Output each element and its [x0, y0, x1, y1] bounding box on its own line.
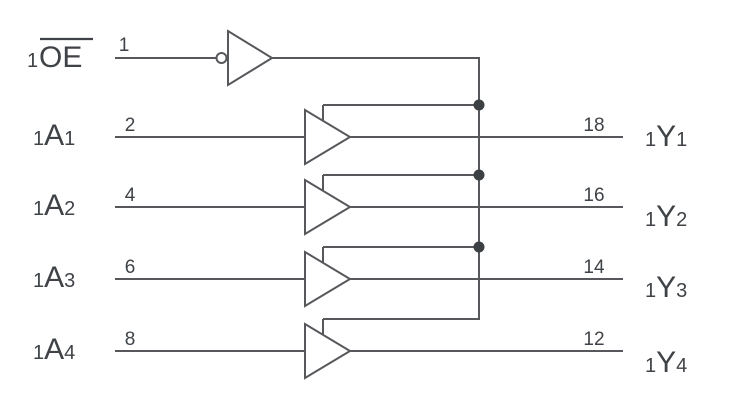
output-label: 1Y4 [645, 346, 687, 379]
output-label: 1Y2 [645, 200, 687, 233]
buffer-gate-icon [304, 108, 352, 166]
junction-dot [473, 99, 485, 111]
output-label: 1Y3 [645, 271, 687, 304]
output-pin-number: 16 [583, 185, 604, 206]
output-pin-number: 14 [583, 257, 605, 278]
channel-row-1: 1A1 2 18 1Y1 [33, 99, 687, 166]
input-label: 1A1 [33, 119, 75, 152]
enable-row: 1OE 1 [27, 29, 480, 319]
input-label: 1A4 [33, 333, 75, 366]
junction-dot [473, 169, 485, 181]
channel-row-4: 1A4 8 12 1Y4 [33, 318, 687, 380]
input-pin-number: 8 [125, 329, 136, 350]
output-pin-number: 12 [583, 329, 604, 350]
input-label: 1A2 [33, 189, 75, 222]
output-label: 1Y1 [645, 120, 687, 153]
enable-pin-number: 1 [119, 35, 130, 56]
input-pin-number: 2 [125, 115, 136, 136]
enable-label: 1OE [27, 41, 82, 74]
inverter-bubble [215, 52, 228, 64]
input-label: 1A3 [33, 261, 75, 294]
output-pin-number: 18 [583, 115, 604, 136]
channel-row-2: 1A2 4 16 1Y2 [33, 169, 687, 236]
junction-dot [473, 241, 485, 253]
inverter-gate-icon [227, 29, 274, 87]
buffer-gate-icon [304, 250, 352, 308]
buffer-gate-icon [304, 178, 352, 236]
input-pin-number: 6 [125, 257, 136, 278]
channel-row-3: 1A3 6 14 1Y3 [33, 241, 687, 308]
buffer-gate-icon [304, 322, 352, 380]
input-pin-number: 4 [125, 185, 136, 206]
